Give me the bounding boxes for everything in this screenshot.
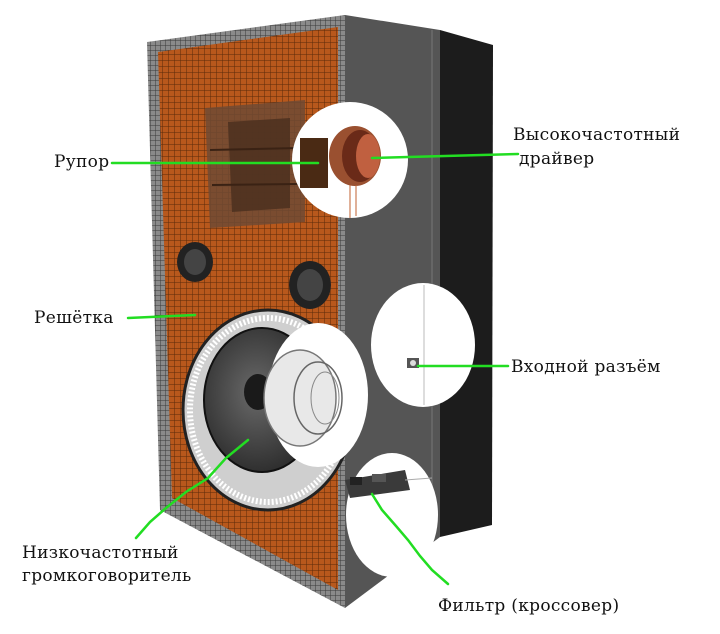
label-crossover: Фильтр (кроссовер) <box>438 596 619 616</box>
label-woofer: Низкочастотный громкоговоритель <box>22 543 192 586</box>
label-horn: Рупор <box>54 152 109 172</box>
leader-tweeter <box>370 152 520 160</box>
leader-woofer <box>134 438 250 540</box>
label-input-text: Входной разъём <box>511 357 661 377</box>
label-tweeter-line2: драйвер <box>519 149 595 169</box>
bass-port-right <box>289 261 331 309</box>
tweeter-zoom-circle <box>292 102 408 218</box>
cabinet-back-panel <box>440 30 493 537</box>
label-grille: Решётка <box>34 308 114 328</box>
label-woofer-line2: громкоговоритель <box>22 566 192 586</box>
label-tweeter-line1: Высокочастотный <box>513 125 681 145</box>
label-grille-text: Решётка <box>34 308 114 328</box>
woofer-zoom-circle <box>263 323 368 467</box>
label-horn-text: Рупор <box>54 152 110 172</box>
crossover-zoom-circle <box>345 453 438 577</box>
label-input: Входной разъём <box>511 357 661 377</box>
input-connector-zoom-circle <box>371 283 475 407</box>
leader-crossover <box>370 492 450 586</box>
leader-grille <box>126 313 197 320</box>
bass-port-left <box>177 242 213 282</box>
label-woofer-line1: Низкочастотный <box>22 543 179 563</box>
label-tweeter: Высокочастотный драйвер <box>513 125 680 169</box>
leader-lines <box>110 152 520 586</box>
label-crossover-text: Фильтр (кроссовер) <box>438 596 620 616</box>
